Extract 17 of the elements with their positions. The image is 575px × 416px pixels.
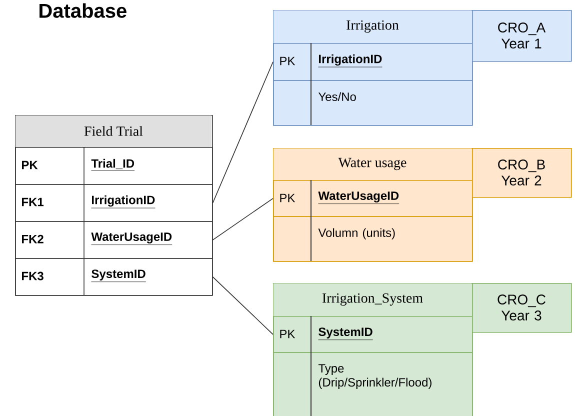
table-row: PK IrrigationID — [273, 42, 473, 81]
table-row: PK Trial_ID — [15, 146, 213, 185]
note-box: CRO_C Year 3 — [472, 283, 572, 333]
title: Database — [40, 3, 126, 18]
table-row: Volumn (units) — [273, 216, 473, 262]
table-row: FK2 WaterUsageID — [15, 220, 213, 259]
table-row: FK3 SystemID — [15, 258, 213, 296]
table-row: Yes/No — [273, 80, 473, 126]
table-row: FK1 IrrigationID — [15, 184, 213, 222]
table-row: Type (Drip/Sprinkler/Flood) — [273, 352, 473, 416]
connector-line — [212, 198, 274, 240]
connector-line — [212, 62, 274, 204]
table-row: PK SystemID — [273, 316, 473, 353]
note-box: CRO_B Year 2 — [472, 148, 572, 198]
table-row: PK WaterUsageID — [273, 180, 473, 217]
connector-line — [212, 276, 274, 335]
note-box: CRO_A Year 1 — [472, 10, 572, 62]
